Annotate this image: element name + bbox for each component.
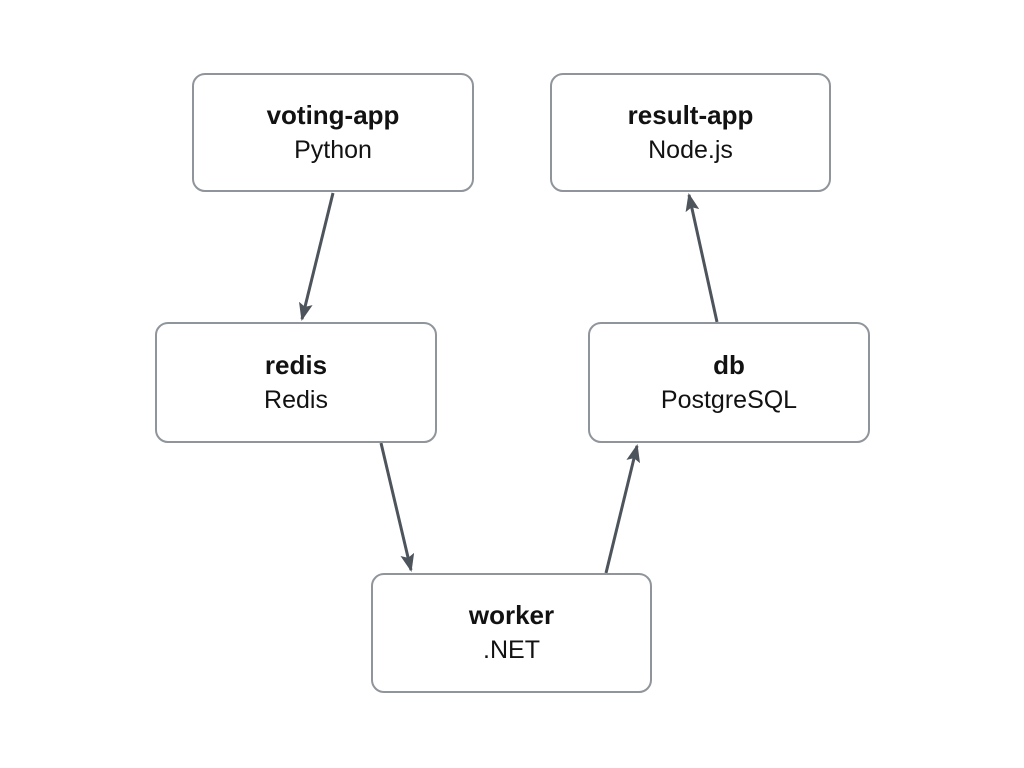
node-subtitle: Node.js <box>648 135 733 164</box>
node-redis: redis Redis <box>155 322 437 443</box>
node-title: redis <box>264 349 328 380</box>
edge-redis-to-worker <box>379 442 415 572</box>
edge-worker-to-db <box>604 444 641 574</box>
node-worker: worker .NET <box>371 573 652 693</box>
node-subtitle: Redis <box>264 385 328 414</box>
edge-db-to-result-app <box>685 193 719 323</box>
edge-voting-app-to-redis <box>299 192 335 321</box>
node-title: worker <box>468 600 555 630</box>
node-subtitle: Python <box>294 135 372 164</box>
node-db: db PostgreSQL <box>588 322 870 443</box>
node-voting-app: voting-app Python <box>192 73 474 192</box>
node-subtitle: PostgreSQL <box>660 385 798 414</box>
node-subtitle: .NET <box>483 636 540 664</box>
node-title: db <box>713 349 745 380</box>
node-title: result-app <box>627 99 754 130</box>
node-result-app: result-app Node.js <box>550 73 831 192</box>
node-title: voting-app <box>266 99 400 130</box>
